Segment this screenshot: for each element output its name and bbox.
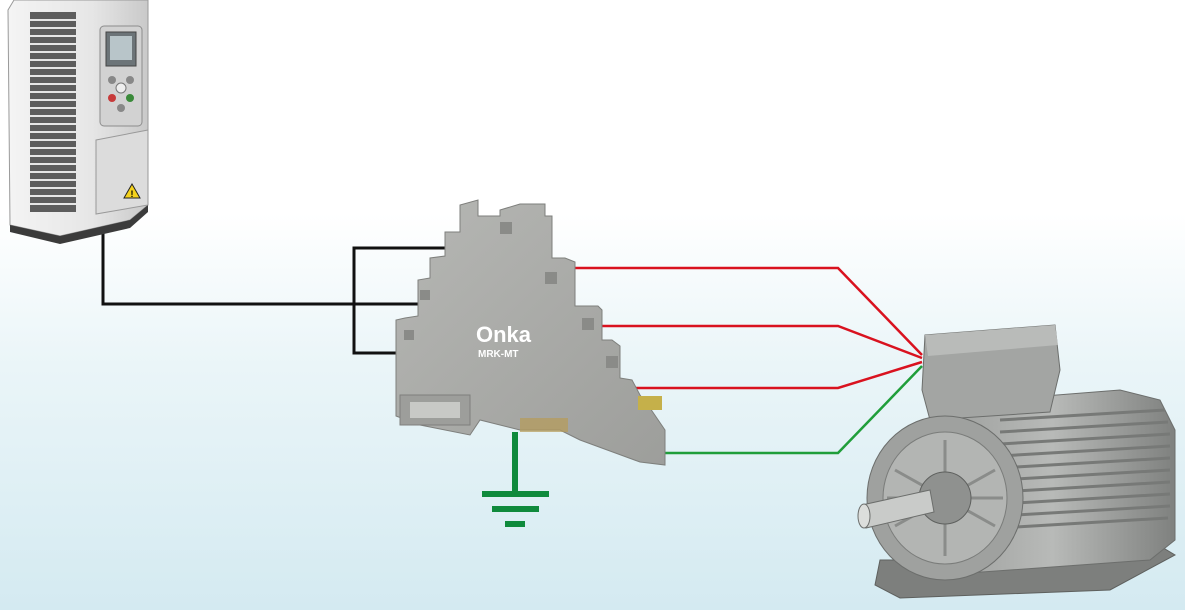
- drive-output-wire: [103, 232, 430, 304]
- drive-vent-grille: [30, 12, 76, 212]
- frequency-drive: !: [8, 0, 148, 244]
- ground-wire: [664, 366, 922, 453]
- ground-icon: [482, 432, 549, 524]
- terminal-block-model: MRK-MT: [478, 349, 519, 360]
- surge-protection-terminal-block: Onka MRK-MT: [396, 200, 665, 465]
- phase-wire-2: [598, 326, 922, 358]
- phase-wire-3: [632, 362, 922, 388]
- terminal-block-brand: Onka: [476, 322, 532, 347]
- svg-text:!: !: [131, 189, 134, 199]
